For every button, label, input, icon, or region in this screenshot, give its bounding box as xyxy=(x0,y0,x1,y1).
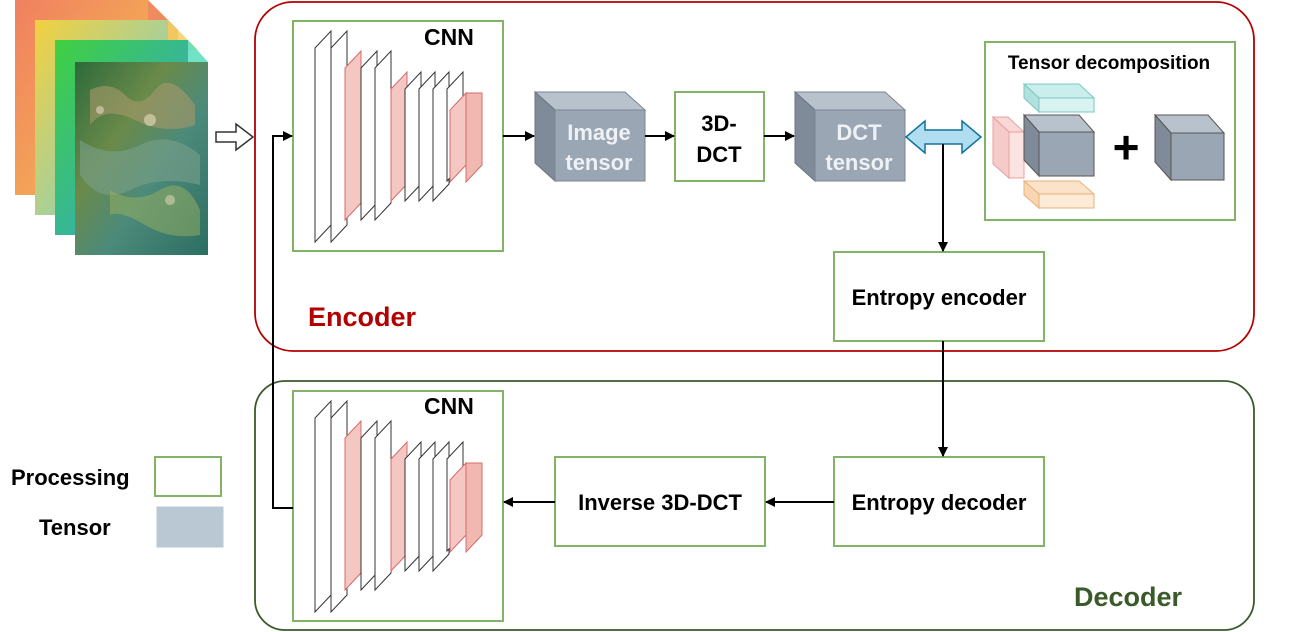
legend-tensor-label: Tensor xyxy=(39,515,111,540)
decoder-container xyxy=(254,380,1255,631)
feedback-connector xyxy=(272,131,293,509)
decoder-label: Decoder xyxy=(1074,582,1183,612)
image-tensor-line1: Image xyxy=(567,120,631,145)
hyperspectral-image xyxy=(15,0,208,255)
entropy-decoder-box: Entropy decoder xyxy=(833,456,1045,547)
encoder-container xyxy=(254,1,1255,352)
cnn-decoder: CNN xyxy=(292,390,504,622)
legend-tensor-swatch xyxy=(156,506,224,548)
image-tensor: Image tensor xyxy=(533,90,647,183)
plus-sign: + xyxy=(1113,121,1140,173)
cnn-encoder: CNN xyxy=(292,20,504,252)
cnn-encoder-label: CNN xyxy=(424,24,474,50)
legend-processing-swatch xyxy=(154,456,222,497)
dct-tensor-line2: tensor xyxy=(825,150,893,175)
cnn-decoder-label: CNN xyxy=(424,393,474,419)
legend-processing-label: Processing xyxy=(11,465,130,490)
dct-tensor: DCT tensor xyxy=(793,90,907,183)
inverse-dct-label: Inverse 3D-DCT xyxy=(578,490,742,515)
entropy-encoder-box: Entropy encoder xyxy=(833,251,1045,342)
encoder-label: Encoder xyxy=(308,302,417,332)
input-arrow xyxy=(215,122,255,152)
entropy-encoder-label: Entropy encoder xyxy=(852,285,1027,310)
tensor-decomposition-title: Tensor decomposition xyxy=(1008,53,1210,74)
bidirectional-arrow xyxy=(904,119,983,155)
tensor-decomposition-panel: Tensor decomposition + xyxy=(984,41,1236,221)
dct3d-line2: DCT xyxy=(696,142,742,167)
image-tensor-line2: tensor xyxy=(565,150,633,175)
dct3d-box: 3D- DCT xyxy=(674,91,765,182)
inverse-dct-box: Inverse 3D-DCT xyxy=(554,456,766,547)
entropy-decoder-label: Entropy decoder xyxy=(852,490,1027,515)
legend: Processing Tensor xyxy=(11,456,224,548)
dct-tensor-line1: DCT xyxy=(836,120,882,145)
dct3d-line1: 3D- xyxy=(701,111,736,136)
